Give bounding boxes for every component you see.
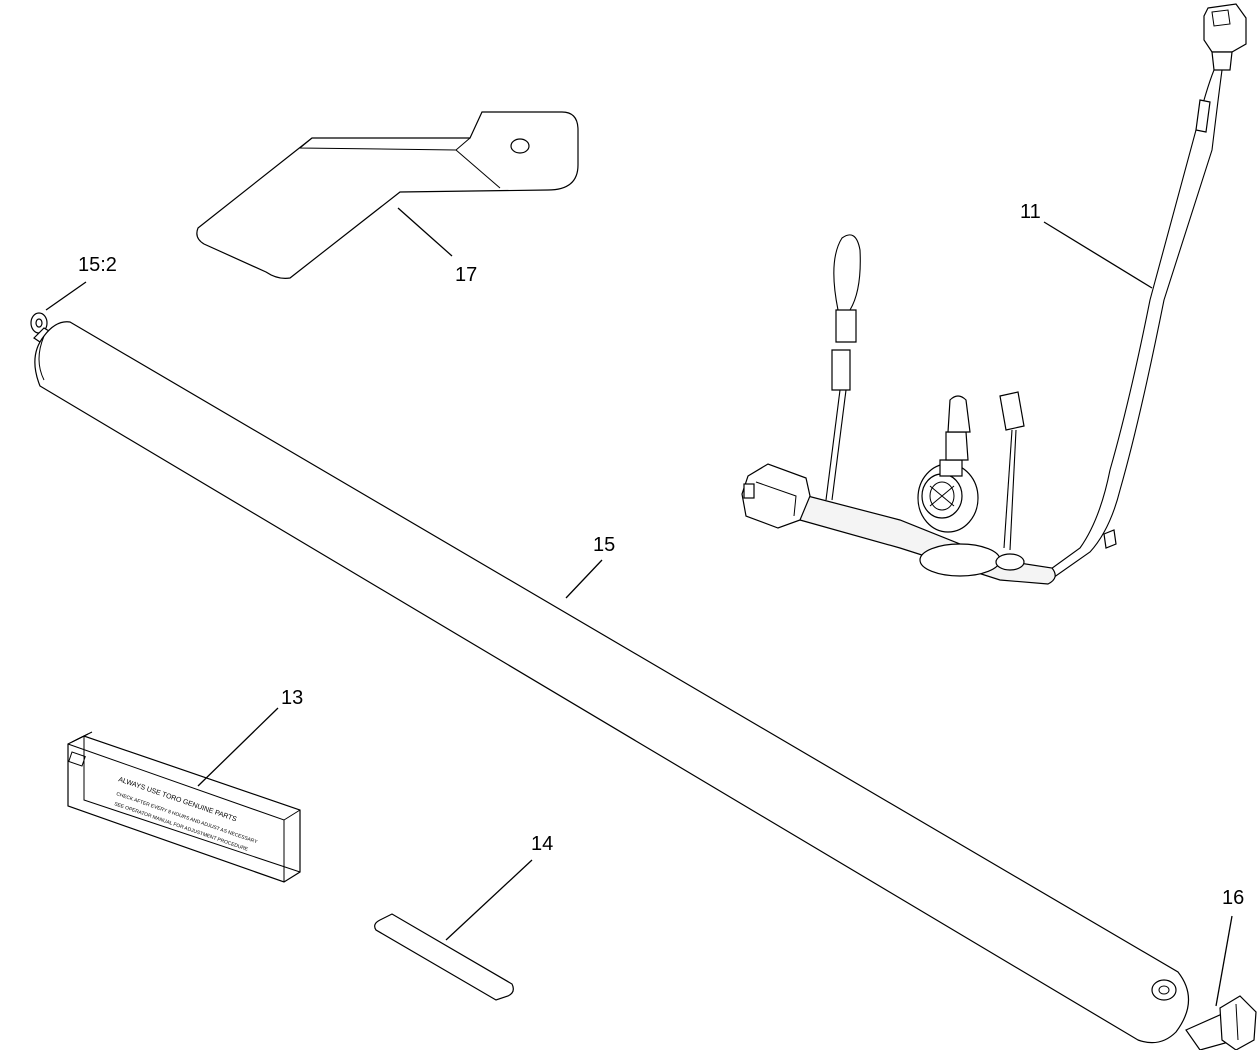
bracket-plate-17: [196, 111, 579, 279]
leader-15-2: [45, 281, 87, 311]
callout-15: 15: [593, 534, 616, 556]
label-14: [374, 913, 514, 1001]
leader-16: [1215, 915, 1233, 1007]
callout-13: 13: [281, 687, 304, 709]
leader-17: [397, 207, 453, 257]
callout-15-2: 15:2: [78, 254, 117, 276]
callout-14: 14: [531, 833, 554, 855]
decal-pack-13: ALWAYS USE TORO GENUINE PARTS CHECK AFTE…: [67, 731, 301, 883]
wire-harness-11: [741, 3, 1247, 585]
callout-11: 11: [1020, 201, 1041, 223]
washer-15-2: [30, 312, 48, 334]
callout-16: 16: [1222, 887, 1245, 909]
callout-17: 17: [455, 264, 478, 286]
bolt-16: [1185, 995, 1257, 1050]
leader-15: [565, 559, 603, 599]
roller-15: [33, 321, 1190, 1044]
leader-11: [1043, 221, 1153, 289]
leader-13: [197, 707, 279, 787]
leader-14: [445, 859, 533, 941]
